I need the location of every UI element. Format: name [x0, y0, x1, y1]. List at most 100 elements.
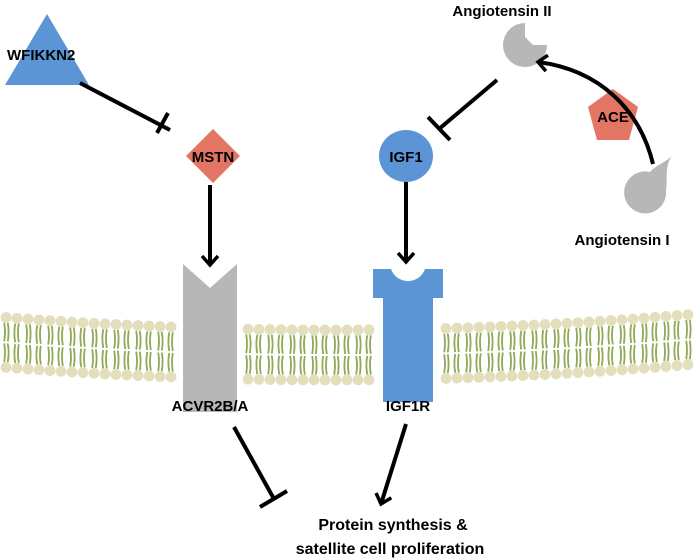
lipid-tail	[314, 355, 318, 375]
lipid-head	[55, 365, 67, 377]
lipid-head	[473, 321, 485, 333]
lipid-tail	[245, 355, 248, 374]
lipid-tail	[347, 355, 350, 375]
lipid-tail	[553, 329, 556, 349]
lipid-tail	[289, 355, 292, 375]
lipid-head	[352, 374, 364, 386]
lipid-tail	[17, 344, 20, 363]
lipid-tail	[69, 347, 72, 367]
lipid-tail	[292, 335, 296, 354]
lipid-head	[605, 315, 617, 326]
lipid-tail	[127, 350, 130, 370]
lipid-head	[319, 324, 331, 336]
lipid-tail	[39, 345, 42, 365]
lipid-tail	[157, 352, 160, 372]
lipid-tail	[281, 355, 284, 375]
lipid-tail	[519, 351, 523, 371]
lipid-tail	[149, 351, 152, 371]
lipid-head	[11, 312, 23, 324]
lipid-tail	[475, 353, 479, 373]
lipid-tail	[622, 345, 626, 365]
lipid-head	[550, 368, 562, 380]
lipid-head	[528, 319, 540, 331]
lipid-head	[484, 321, 496, 333]
lipid-tail	[531, 330, 534, 350]
lipid-tail	[534, 350, 538, 370]
lipid-tail	[479, 353, 482, 373]
lipid-tail	[83, 348, 86, 368]
lipid-tail	[145, 331, 149, 351]
lipid-tail	[333, 355, 336, 375]
lipid-tail	[245, 334, 248, 354]
lipid-tail	[248, 334, 252, 354]
lipid-tail	[622, 325, 626, 344]
lipid-head	[528, 369, 540, 381]
lipid-tail	[501, 352, 504, 372]
lipid-head	[77, 367, 89, 379]
ace-conversion-arrow	[538, 62, 655, 165]
lipid-head	[583, 316, 595, 328]
outcome-line-2: satellite cell proliferation	[296, 541, 485, 558]
lipid-tail	[138, 351, 142, 371]
lipid-tail	[113, 350, 116, 370]
lipid-tail	[72, 347, 76, 367]
lipid-tail	[314, 335, 318, 355]
lipid-tail	[519, 330, 523, 350]
lipid-head	[627, 313, 639, 325]
lipid-tail	[3, 343, 6, 363]
lipid-head	[660, 361, 672, 372]
lipid-head	[451, 322, 463, 334]
lipid-tail	[47, 346, 50, 366]
lipid-head	[572, 317, 584, 329]
wfikkn2-triangle	[5, 14, 89, 85]
lipid-tail	[116, 350, 120, 370]
lipid-head	[649, 361, 661, 373]
lipid-tail	[336, 355, 340, 375]
lipid-head	[143, 320, 155, 332]
lipid-head	[649, 311, 661, 323]
membrane-heads-outer	[0, 309, 694, 336]
lipid-tail	[545, 350, 548, 370]
igf1r-label: IGF1R	[386, 398, 430, 415]
lipid-tail	[666, 321, 670, 341]
lipid-tail	[277, 355, 281, 375]
lipid-tail	[303, 335, 306, 355]
lipid-tail	[343, 355, 347, 375]
lipid-tail	[91, 349, 94, 369]
lipid-tail	[607, 325, 611, 345]
ace-pentagon	[588, 89, 638, 140]
lipid-head	[275, 324, 287, 336]
lipid-tail	[369, 335, 372, 354]
lipid-tail	[171, 332, 174, 352]
lipid-head	[154, 321, 166, 332]
lipid-tail	[545, 329, 548, 349]
lipid-tail	[292, 355, 296, 375]
lipid-tail	[28, 344, 32, 364]
lipid-head	[242, 323, 254, 335]
lipid-tail	[135, 351, 138, 371]
lipid-head	[462, 322, 474, 334]
lipid-tail	[167, 352, 171, 372]
lipid-tail	[101, 349, 105, 369]
lipid-head	[583, 366, 595, 378]
wfikkn2-inhibits-mstn	[79, 81, 171, 132]
lipid-tail	[255, 355, 259, 375]
lipid-tail	[6, 343, 10, 363]
lipid-head	[495, 371, 507, 382]
lipid-tail	[633, 324, 636, 344]
lipid-head	[22, 313, 34, 325]
lipid-tail	[28, 324, 32, 344]
lipid-head	[121, 369, 133, 381]
lipid-head	[297, 324, 309, 336]
lipid-tail	[138, 330, 142, 350]
lipid-tail	[490, 352, 494, 372]
lipid-head	[77, 317, 89, 329]
lipid-tail	[61, 347, 64, 367]
lipid-tail	[619, 325, 622, 344]
lipid-tail	[91, 328, 94, 348]
lipid-tail	[105, 329, 108, 349]
lipid-tail	[123, 350, 127, 370]
lipid-tail	[666, 342, 670, 362]
lipid-tail	[457, 333, 460, 353]
lipid-head	[572, 367, 584, 379]
